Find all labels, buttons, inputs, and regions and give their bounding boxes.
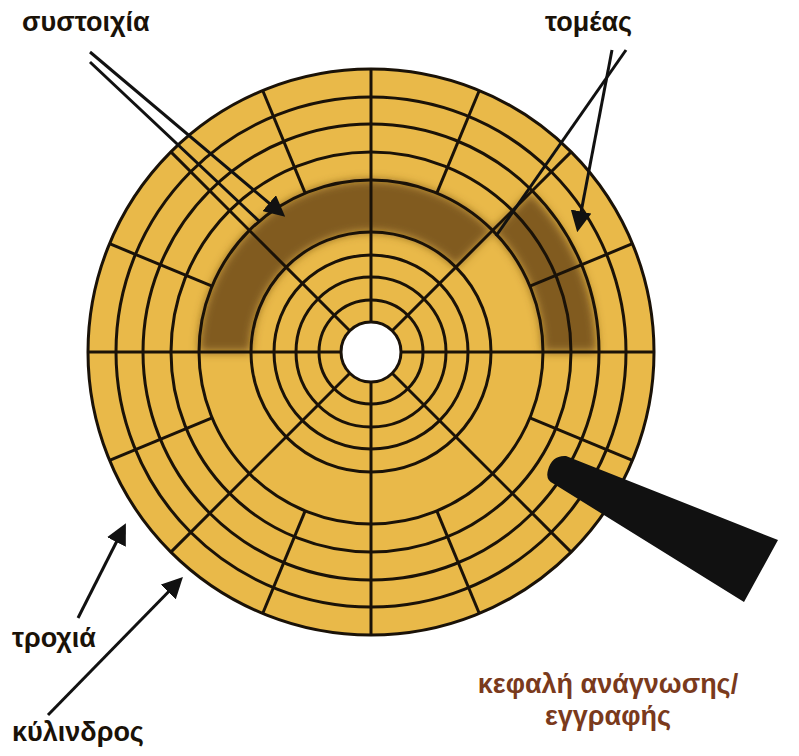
sector-line — [437, 511, 479, 614]
leader-line — [90, 62, 260, 222]
track-ring — [88, 69, 654, 635]
sector-line — [110, 418, 213, 460]
tracks — [88, 69, 654, 635]
sector-line — [437, 91, 479, 194]
sector-line — [263, 511, 305, 614]
sector-line — [370, 382, 373, 635]
platter — [88, 69, 654, 635]
sector-line — [392, 373, 571, 552]
sector-line — [171, 152, 350, 331]
sector-line — [392, 152, 571, 331]
sector-line — [110, 244, 213, 286]
part-label: τροχιά — [12, 622, 96, 654]
leader-line — [496, 50, 626, 236]
read-write-head — [547, 456, 778, 602]
sector-line — [263, 91, 305, 194]
leader-line — [78, 527, 124, 618]
sector-line — [88, 351, 341, 354]
sector-line — [401, 351, 654, 354]
leader-arrows — [48, 50, 626, 715]
sector-line — [370, 69, 373, 322]
part-label: τομέας — [545, 6, 632, 38]
sector-line — [530, 418, 633, 460]
sector-lines — [88, 69, 654, 635]
part-label: συστοιχία — [22, 6, 150, 38]
head-label: κεφαλή ανάγνωσης/εγγραφής — [428, 668, 788, 733]
sector-line — [171, 373, 350, 552]
spindle-hole — [341, 322, 401, 382]
leader-line — [90, 52, 282, 214]
sector-line — [530, 244, 633, 286]
part-label: κύλινδρος — [12, 716, 144, 748]
